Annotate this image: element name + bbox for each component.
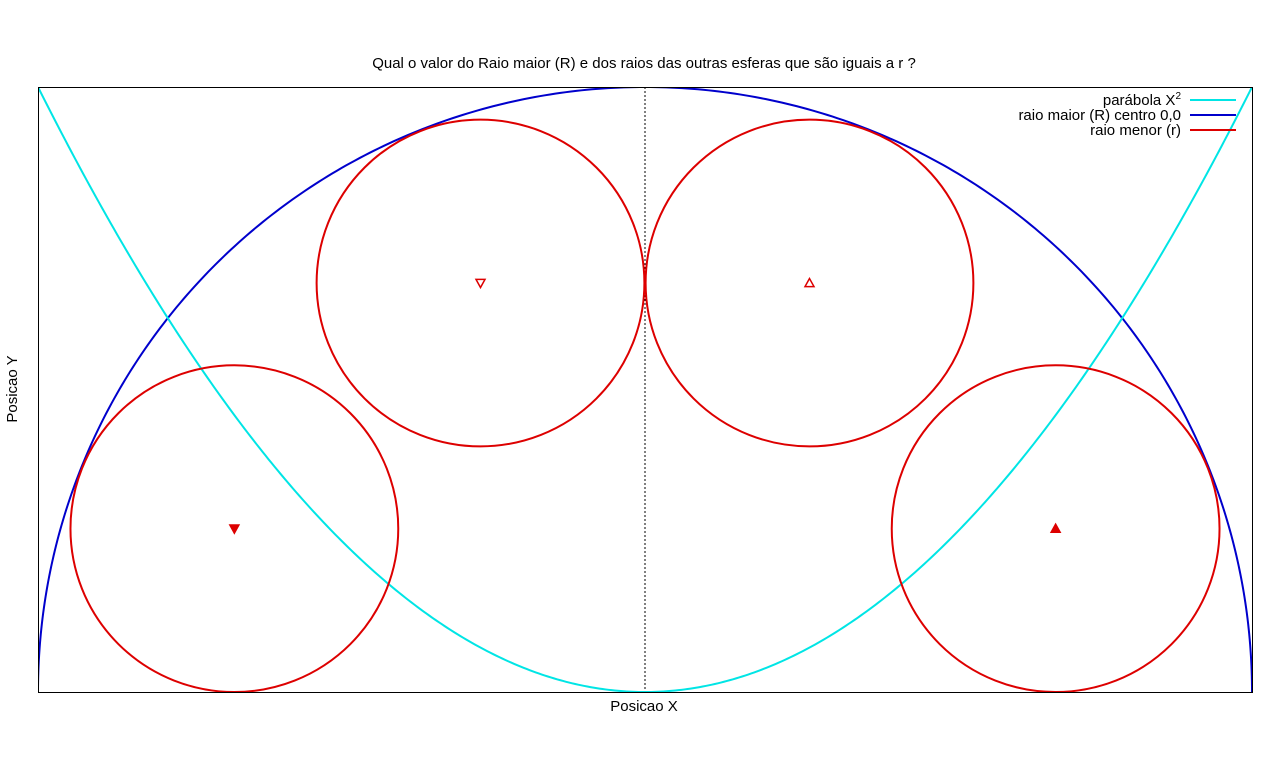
center-marker-3 (803, 276, 816, 288)
chart-title: Qual o valor do Raio maior (R) e dos rai… (372, 55, 916, 72)
plot-frame (38, 87, 1253, 693)
x-axis-label: Posicao X (610, 698, 678, 715)
legend-parabola-base: parábola X (1103, 92, 1176, 109)
legend-label-big-radius: raio maior (R) centro 0,0 (1018, 107, 1181, 124)
plot-area (38, 87, 1252, 692)
small-circle-2 (315, 118, 646, 448)
small-circle-1 (69, 364, 400, 692)
legend: parábola X2 raio maior (R) centro 0,0 ra… (1018, 91, 1236, 139)
legend-label-small-radius: raio menor (r) (1090, 122, 1181, 139)
y-axis-label: Posicao Y (4, 355, 21, 422)
big-radius-semicircle (38, 87, 1252, 692)
small-circle-4 (890, 364, 1221, 692)
center-marker-2 (474, 278, 487, 290)
legend-parabola-superscript: 2 (1175, 91, 1181, 102)
center-marker-1 (228, 524, 241, 535)
small-circle-3 (644, 118, 975, 448)
center-marker-4 (1049, 522, 1062, 533)
parabola-curve (38, 87, 1252, 692)
legend-label-parabola: parábola X2 (1103, 91, 1182, 109)
